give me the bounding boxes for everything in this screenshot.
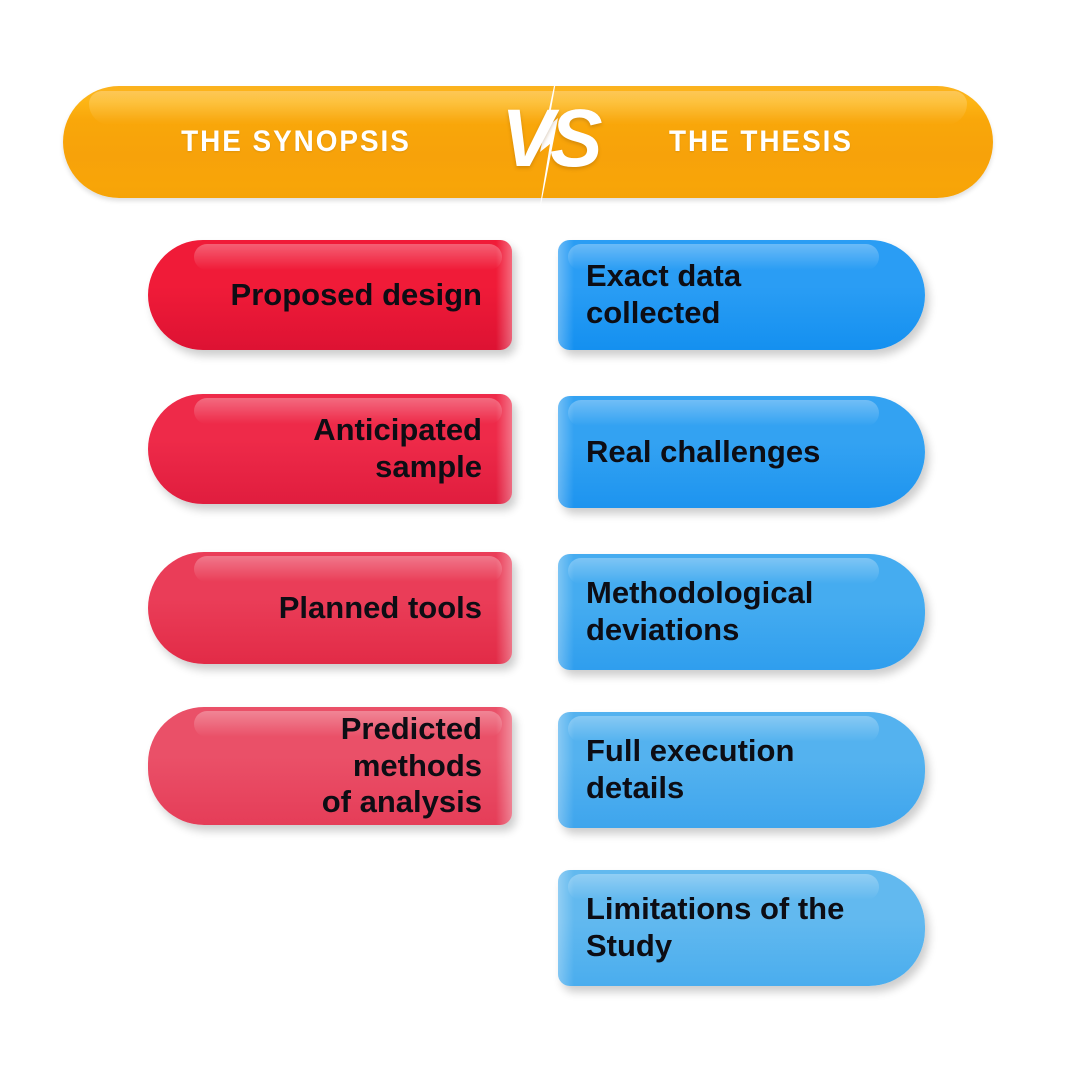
pill-synopsis-1[interactable]: Proposed design [148,240,512,350]
pill-label: Proposed design [230,276,482,312]
pill-synopsis-2[interactable]: Anticipated sample [148,394,512,504]
header-title-thesis: THE THESIS [669,125,853,158]
pill-synopsis-3[interactable]: Planned tools [148,552,512,664]
pill-label: Full execution details [586,733,795,805]
pill-label: Anticipated sample [313,412,482,484]
pill-thesis-4[interactable]: Full execution details [558,712,925,828]
pill-label: Predicted methods of analysis [321,711,482,820]
pill-label: Limitations of the Study [586,891,845,963]
comparison-header-bar: THE SYNOPSIS THE THESIS [63,86,993,198]
pill-thesis-2[interactable]: Real challenges [558,396,925,508]
pill-label: Exact data collected [586,258,742,330]
header-title-synopsis: THE SYNOPSIS [181,125,411,158]
pill-thesis-3[interactable]: Methodological deviations [558,554,925,670]
pill-label: Methodological deviations [586,575,814,647]
pill-label: Planned tools [278,589,482,625]
pill-label: Real challenges [586,433,821,469]
pill-synopsis-4[interactable]: Predicted methods of analysis [148,707,512,825]
pill-thesis-5[interactable]: Limitations of the Study [558,870,925,986]
pill-thesis-1[interactable]: Exact data collected [558,240,925,350]
